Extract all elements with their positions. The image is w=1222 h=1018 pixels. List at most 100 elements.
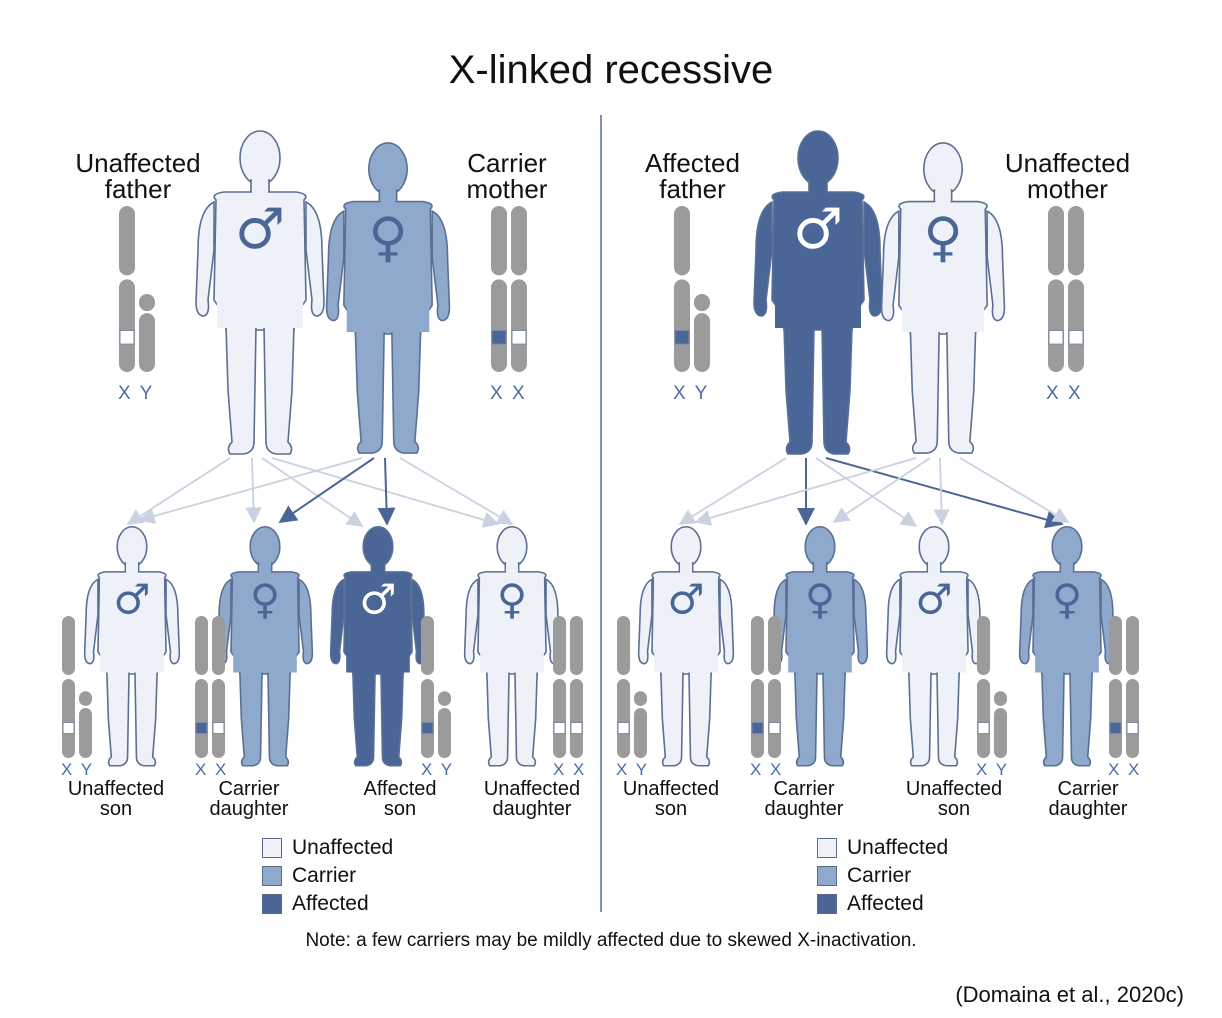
right-child-4-chromosomes-x2 <box>1126 616 1139 758</box>
right-father-label: Affected father <box>615 150 770 202</box>
svg-text:♀: ♀ <box>1052 575 1082 623</box>
right-father-chromosomes <box>674 206 710 372</box>
arrow-rf-c3 <box>815 457 918 527</box>
diagram-title: X-linked recessive <box>448 48 774 92</box>
right-father-label-line1: Affected <box>645 148 740 178</box>
left-mother-figure: ♀ <box>325 142 451 454</box>
right-mother-figure: ♀ <box>880 142 1006 454</box>
svg-text:♀: ♀ <box>250 575 280 623</box>
left-child-4-chromosomes-x2 <box>570 616 583 758</box>
legend-item-affected: Affected <box>817 890 948 918</box>
left-child-4-chromosomes <box>553 616 583 758</box>
right-child-4-figure: ♀ <box>1018 525 1116 767</box>
right-child-2-chrom-label: X X <box>750 760 784 779</box>
right-father-chromosomes-y <box>694 293 710 372</box>
left-father-label: Unaffected father <box>58 150 218 202</box>
left-mother-chromosomes <box>491 206 527 372</box>
left-child-2-figure: ♀ <box>216 525 314 767</box>
left-child-4-chromosomes-x1 <box>553 616 566 758</box>
right-child-3-chromosomes-y <box>994 691 1007 758</box>
arrow-lf-c2 <box>245 457 262 524</box>
svg-text:♂: ♂ <box>915 575 952 623</box>
left-child-1-figure: ♂ <box>83 525 181 767</box>
right-child-3-chromosomes-x1 <box>977 616 990 758</box>
left-child-4-chrom-label: X X <box>553 760 587 779</box>
left-mother-chromosomes-x2 <box>511 206 527 372</box>
svg-text:♀: ♀ <box>805 575 835 623</box>
legend-swatch-carrier <box>262 866 282 886</box>
left-father-chromosomes-y <box>139 293 155 372</box>
right-mother-label: Unaffected mother <box>990 150 1145 202</box>
left-legend: Unaffected Carrier Affected <box>262 834 393 918</box>
right-child-2-chromosomes-x1 <box>751 616 764 758</box>
arrow-lm-c4 <box>399 457 514 525</box>
legend-item-affected: Affected <box>262 890 393 918</box>
svg-text:♀: ♀ <box>497 575 527 623</box>
legend-swatch-unaffected <box>262 838 282 858</box>
right-child-1-chromosomes <box>617 616 647 758</box>
right-child-3-figure: ♂ <box>885 525 983 767</box>
left-child-1-chromosomes-x1 <box>62 616 75 758</box>
right-legend: Unaffected Carrier Affected <box>817 834 948 918</box>
arrow-lf-c3 <box>261 457 364 527</box>
right-child-4-chromosomes-x1 <box>1109 616 1122 758</box>
right-child-2-chromosomes-x2 <box>768 616 781 758</box>
left-child-4-figure: ♀ <box>463 525 561 767</box>
left-father-figure: ♂ <box>195 130 325 455</box>
left-mother-chromosomes-x1 <box>491 206 507 372</box>
arrow-lm-c2 <box>278 457 375 524</box>
left-child-2-chromosomes-x2 <box>212 616 225 758</box>
citation: (Domaina et al., 2020c) <box>955 982 1184 1007</box>
right-mother-label-line2: mother <box>1027 174 1108 204</box>
right-mother-chromosomes <box>1048 206 1084 372</box>
right-child-2-figure: ♀ <box>771 525 869 767</box>
legend-item-carrier: Carrier <box>817 862 948 890</box>
left-child-3-chromosomes-x1 <box>421 616 434 758</box>
svg-text:♂: ♂ <box>793 197 843 262</box>
svg-text:♂: ♂ <box>113 575 150 623</box>
left-mother-label: Carrier mother <box>432 150 582 202</box>
arrow-lf-c1 <box>126 457 231 525</box>
right-child-1-chromosomes-y <box>634 691 647 758</box>
arrow-rm-c2 <box>832 457 931 523</box>
arrow-rm-c3 <box>933 457 950 526</box>
right-father-chromosomes-x1 <box>674 206 690 372</box>
left-father-label-line2: father <box>104 174 172 204</box>
right-child-1-figure: ♂ <box>637 525 735 767</box>
left-father-chrom-label: X Y <box>118 383 155 404</box>
left-child-1-chrom-label: X Y <box>61 760 95 779</box>
legend-item-unaffected: Unaffected <box>262 834 393 862</box>
legend-item-unaffected: Unaffected <box>817 834 948 862</box>
left-mother-chrom-label: X X <box>490 383 527 404</box>
right-mother-label-line1: Unaffected <box>1004 148 1131 178</box>
right-child-1-chrom-label: X Y <box>616 760 650 779</box>
left-child-2-chrom-label: X X <box>195 760 229 779</box>
right-child-2-chromosomes <box>751 616 781 758</box>
left-mother-label-line2: mother <box>466 174 548 204</box>
right-mother-chrom-label: X X <box>1046 383 1083 404</box>
legend-swatch-affected <box>262 894 282 914</box>
right-father-chrom-label: X Y <box>673 383 710 404</box>
left-child-3-chrom-label: X Y <box>421 760 455 779</box>
left-father-label-line1: Unaffected <box>75 148 201 178</box>
arrow-rm-c1 <box>694 457 917 526</box>
right-child-4-chromosomes <box>1109 616 1139 758</box>
right-child-3-chromosomes <box>977 616 1007 758</box>
legend-swatch-carrier <box>817 866 837 886</box>
svg-text:♀: ♀ <box>923 205 962 268</box>
note-text: Note: a few carriers may be mildly affec… <box>305 930 917 951</box>
arrow-lm-c3 <box>377 457 396 526</box>
arrow-rf-c1 <box>678 457 787 525</box>
arrow-rf-c4 <box>825 457 1064 529</box>
arrow-rm-c4 <box>959 457 1070 523</box>
svg-text:♂: ♂ <box>235 197 285 262</box>
right-mother-chromosomes-x1 <box>1048 206 1064 372</box>
left-child-1-chromosomes <box>62 616 92 758</box>
